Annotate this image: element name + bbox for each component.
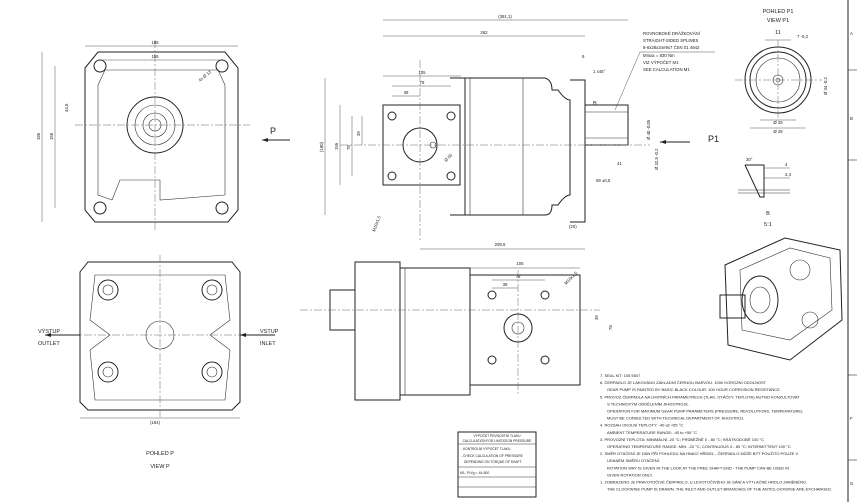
dim-p1-26: Ø 26 [773,120,783,125]
general-notes: 7. SEAL KIT: 155 5507 6. ČERPADLO JE LAKO… [600,373,832,492]
detail-b-marker: B [593,101,597,107]
dim-pilot-diameter: Ø 65 [443,152,454,163]
dim-offset: 44,5 [64,103,69,112]
inlet-label-cz: VSTUP [260,329,279,335]
note-line: 5. PROVOZ ČERPADLA NA LIMITNÍCH PARAMETR… [600,394,800,399]
table-row: CALCULATION FOR LIMITATION PRESSURE [463,439,532,443]
drawing-frame: A B F G [847,0,857,502]
rear-view: VÝSTUP OUTLET VSTUP INLET (184) POHLED P… [38,255,279,470]
dim-body-length: 262 [480,30,488,35]
note-line: GEAR PUMP IS PAINTED BY BASIC BLACK COLO… [607,387,780,392]
note-line: 1. ZOBRAZENO JE PRAVOTOČIVÉ ČERPADLO, U … [600,480,807,485]
dim-rear-width: (184) [150,420,161,425]
outlet-label-en: OUTLET [38,341,60,347]
dim-bottom-39v: 39 [594,315,599,320]
side-view: (391,1) 262 105 78 39 (180) 155 78 39 Ø … [319,14,719,250]
dim-height: 185 [36,132,41,140]
outlet-label-cz: VÝSTUP [38,328,60,335]
note-line: 8-6x28x34e9x7 ČSN 01 4942 [643,45,700,50]
note-line: STRAIGHT-SIDED SPLINES [643,38,699,43]
note-line: ROTATION WAY IS GIVEN IN THE LOOK AT THE… [607,465,789,470]
dim-flange-39: 39 [404,90,409,95]
note-line: AMBIENT TEMPERATURE RANGE: -40 to +55 °C [607,430,697,435]
dim-width: 188 [151,40,159,45]
note-line: Mmax = 830 Nm [643,53,675,58]
isometric-pump-image [719,237,843,361]
dim-holes: 4x Ø 13 [197,69,212,83]
note-line: VIZ VÝPOČET M1 [643,60,679,65]
table-row: VÝPOČET PEVNOSTNÍ TLAKU [473,433,521,438]
dim-height-180: (180) [319,141,324,152]
note-line: 2. SMĚR OTÁČENÍ JE DÁN PŘI POHLEDU NA HN… [600,451,798,456]
dim-20: (20) [569,224,577,229]
spline-note: ROVNOBOKÉ DRÁŽKOVÁNÍ STRAIGHT-SIDED SPLI… [614,31,715,111]
note-line: 7. SEAL KIT: 155 5507 [600,373,641,378]
dim-flange-105: 105 [418,70,426,75]
note-line: S TECHNICKÝM ODDĚLENÍM JIHOSTROJE. [607,401,689,406]
table-row: DEPENDING ON TORQUE OF SHAFT [464,460,522,464]
dim-overall-length: (391,1) [498,14,512,19]
dim-chamfer: 1 x45° [593,69,606,74]
dim-41: 41 [617,161,622,166]
table-row: M1- P/Vg = 44 800 [460,471,489,475]
dim-9: 9 [582,54,585,59]
dim-bottom-78: 78 [516,274,521,279]
dim-angle: 30° [746,157,753,162]
table-row: - KONTROLNÍ VÝPOČET TLAKU [461,446,511,451]
dim-bottom-39: 39 [503,282,508,287]
note-line: OPERATING TEMPERATURE RANGE: MIN. -20 °C… [607,444,791,449]
dim-spigot-diameter: Ø 32,5 -0,2 [654,148,659,170]
note-line: 4. ROZSAH OKOLNÍ TEPLOTY: -40 až +55 °C [600,423,683,428]
dim-hole-spacing: 155 [151,54,159,59]
zone-a: A [850,31,853,36]
dim-69: 69 ±0,5 [596,178,611,183]
view-p1: POHLED P1 VIEW P1 11 7 -0,2 Ø 34 -0,2 Ø … [735,9,828,134]
bottom-view: 105 78 39 39 78 M10x1,5 [300,261,613,401]
rear-view-title-en: VIEW P [150,464,170,470]
dim-thread: M10x1,5 [371,215,382,233]
note-line: OPERATION FOR MAXIMUM GEAR PUMP PARAMETE… [607,409,803,414]
arrow-p-label: P [270,126,276,136]
note-line: UDANÉM SMĚRU OTÁČENÍ. [607,458,660,463]
detail-b: 30° 4 2,4 B 5:1 [738,157,792,228]
arrow-p1-label: P1 [708,134,719,144]
dim-bottom-thread: M10x1,5 [563,270,579,286]
note-line: 3. PROVOZNÍ TEPLOTA: MINIMÁLNÍ -20 °C; P… [600,437,764,442]
note-line: MUST BE CONSULTED WITH TECHNICAL DEPARTM… [607,416,744,421]
dim-bottom-105: 105 [516,261,524,266]
zone-f: F [850,416,853,421]
zone-b: B [850,116,853,121]
dim-key-depth: 7 -0,2 [797,34,809,39]
dim-height-39: 39 [356,131,361,136]
dim-height-155: 155 [334,142,339,150]
note-line: 6. ČERPADLO JE LAKOVÁNO ZÁKLADNÍ ČERNOU … [600,380,767,385]
dim-height-78: 78 [346,145,351,150]
dim-hole-vertical: 155 [49,132,54,140]
dim-p1-outer: Ø 34 -0,2 [823,76,828,95]
view-p1-title-en: VIEW P1 [767,18,789,24]
dim-shaft-diameter: Ø 40 -0,05 [646,119,651,140]
calculation-table: VÝPOČET PEVNOSTNÍ TLAKU CALCULATION FOR … [457,431,537,498]
note-line: THE CLOCKWISE PUMP IS DRAWN. THE INLET A… [607,487,832,492]
note-line: SEE CALCULATION M1 [643,67,690,72]
rear-view-title-cz: POHLED P [146,451,174,457]
zone-g: G [850,481,854,486]
inlet-label-en: INLET [260,341,276,347]
dim-209: 209,5 [495,242,506,247]
note-line: ROVNOBOKÉ DRÁŽKOVÁNÍ [643,31,701,36]
detail-b-title: B [766,211,770,217]
table-row: - CHECK CALCULATION OF PRESSURE [461,454,524,458]
detail-b-scale: 5:1 [764,222,772,228]
dim-detail-4: 4 [785,162,788,167]
dim-bottom-78v: 78 [608,325,613,330]
dim-key-width: 11 [775,30,781,36]
dim-detail-2-4: 2,4 [785,172,792,177]
dim-flange-78: 78 [420,80,425,85]
front-view: 188 155 185 155 44,5 4x Ø 13 P [36,40,290,230]
note-line: GIVEN ROTATION ONLY. [607,472,653,477]
dim-p1-28: Ø 28 [773,129,783,134]
view-p1-title-cz: POHLED P1 [763,9,794,15]
